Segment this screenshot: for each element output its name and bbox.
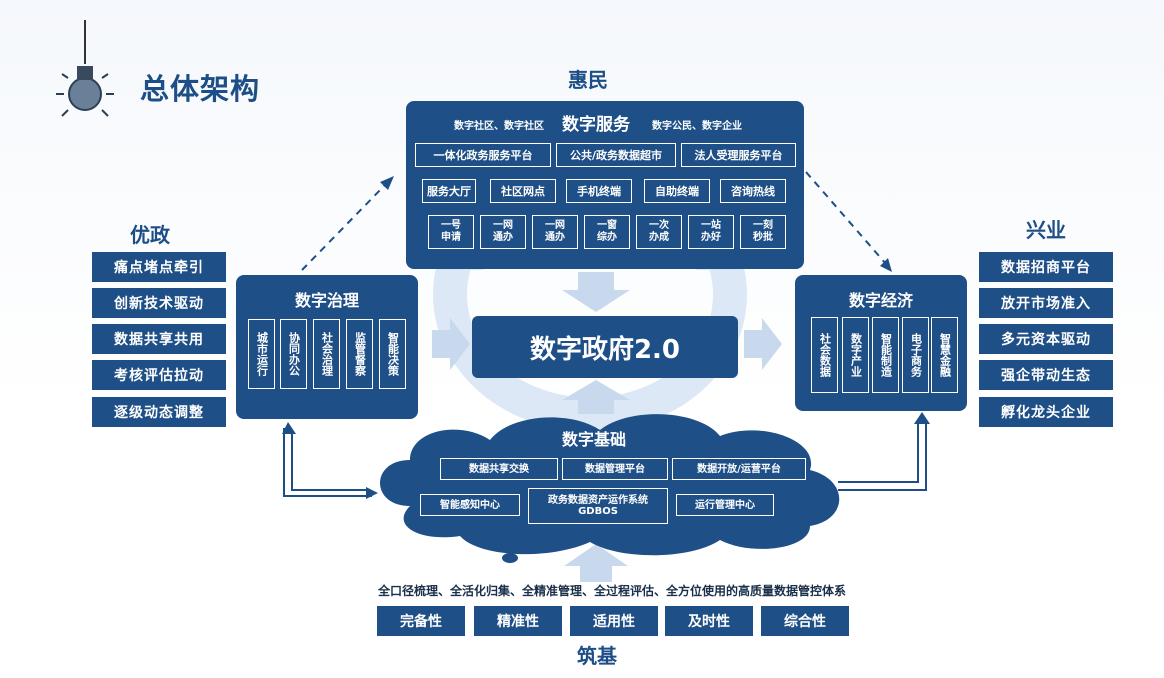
right-list-item: 孵化龙头企业	[979, 397, 1113, 427]
service-grid-item: 一号 申请	[428, 215, 474, 249]
right-list-item: 强企带动生态	[979, 360, 1113, 390]
economy-item: 智能制造	[872, 317, 899, 393]
right-list-item: 数据招商平台	[979, 252, 1113, 282]
foundation-row1-item: 数据管理平台	[562, 458, 668, 480]
platform-item: 公共/政务数据超市	[556, 143, 676, 167]
channel-item: 社区网点	[490, 179, 556, 203]
economy-item: 社会数据	[811, 317, 838, 393]
label-xingye: 兴业	[1026, 218, 1066, 242]
foundation-cloud-shape	[380, 414, 840, 563]
governance-item: 监管督察	[346, 319, 373, 389]
channel-item: 服务大厅	[422, 179, 476, 203]
attribute-item: 精准性	[474, 606, 562, 636]
service-grid-item: 一网 通办	[532, 215, 578, 249]
digital-services-panel: 数字社区、数字社区 数字服务 数字公民、数字企业 一体化政务服务平台 公共/政务…	[406, 101, 804, 269]
service-grid-item: 一站 办好	[688, 215, 734, 249]
platform-item: 一体化政务服务平台	[415, 143, 551, 167]
attribute-item: 及时性	[665, 606, 753, 636]
foundation-row2-item: 智能感知中心	[420, 494, 520, 516]
governance-item: 协同办公	[280, 319, 307, 389]
foundation-row1-item: 数据共享交换	[440, 458, 558, 480]
foundation-title: 数字基础	[562, 430, 627, 449]
left-list-item: 考核评估拉动	[92, 360, 226, 390]
platform-item: 法人受理服务平台	[681, 143, 796, 167]
center-title-box: 数字政府2.0	[472, 316, 738, 378]
lightbulb-icon	[56, 20, 114, 117]
foundation-row2-item: 政务数据资产运作系统 GDBOS	[528, 488, 668, 524]
left-list-item: 创新技术驱动	[92, 288, 226, 318]
economy-title: 数字经济	[848, 291, 913, 310]
foundation-row2-item: 运行管理中心	[676, 494, 774, 516]
services-right-note: 数字公民、数字企业	[652, 121, 742, 132]
channel-item: 自助终端	[644, 179, 710, 203]
governance-item: 社会治理	[313, 319, 340, 389]
service-grid-item: 一次 办成	[636, 215, 682, 249]
service-grid-item: 一网 通办	[480, 215, 526, 249]
governance-item: 智能决策	[379, 319, 406, 389]
label-youzheng: 优政	[130, 223, 170, 247]
right-list-item: 多元资本驱动	[979, 324, 1113, 354]
services-title: 数字服务	[562, 115, 630, 135]
channel-item: 手机终端	[566, 179, 632, 203]
service-grid-item: 一窗 综办	[584, 215, 630, 249]
service-grid-item: 一刻 秒批	[740, 215, 786, 249]
right-list-item: 放开市场准入	[979, 288, 1113, 318]
economy-item: 智慧金融	[931, 317, 958, 393]
left-list-item: 逐级动态调整	[92, 397, 226, 427]
economy-item: 电子商务	[902, 317, 929, 393]
economy-item: 数字产业	[842, 317, 869, 393]
foundation-row1-item: 数据开放/运营平台	[672, 458, 806, 480]
left-list-item: 数据共享共用	[92, 324, 226, 354]
attribute-item: 适用性	[570, 606, 658, 636]
governance-title: 数字治理	[294, 291, 359, 310]
left-list-item: 痛点堵点牵引	[92, 252, 226, 282]
page-title: 总体架构	[140, 72, 261, 106]
channel-item: 咨询热线	[720, 179, 786, 203]
bottom-caption: 全口径梳理、全活化归集、全精准管理、全过程评估、全方位使用的高质量数据管控体系	[377, 584, 846, 598]
services-left-note: 数字社区、数字社区	[454, 121, 544, 132]
digital-governance-panel: 数字治理 城市运行 协同办公 社会治理 监管督察 智能决策	[236, 275, 418, 419]
label-huimin: 惠民	[568, 68, 608, 92]
label-zhuji: 筑基	[577, 644, 617, 668]
governance-item: 城市运行	[248, 319, 275, 389]
attribute-item: 完备性	[377, 606, 465, 636]
digital-economy-panel: 数字经济 社会数据 数字产业 智能制造 电子商务 智慧金融	[795, 275, 967, 411]
attribute-item: 综合性	[761, 606, 849, 636]
